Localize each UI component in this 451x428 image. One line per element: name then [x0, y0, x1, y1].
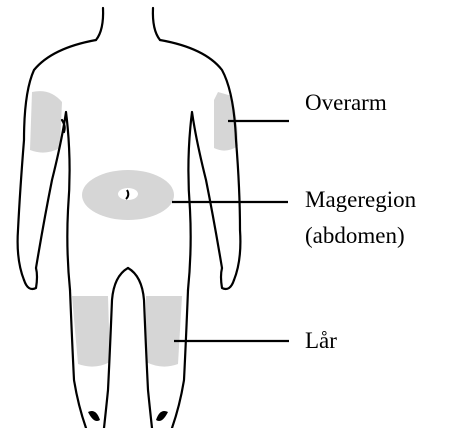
right-knee-mark	[156, 411, 168, 421]
injection-areas	[30, 91, 238, 366]
left-upper-arm-area	[30, 91, 62, 152]
neck-right	[153, 8, 160, 40]
knee-marks	[88, 411, 168, 421]
abdomen-label-line2: (abdomen)	[305, 223, 405, 248]
neck-left	[96, 8, 103, 40]
left-hand	[24, 268, 37, 289]
left-knee-mark	[88, 411, 100, 421]
thigh-label: Lår	[305, 328, 337, 353]
right-thigh-area	[146, 296, 182, 367]
right-hand	[221, 268, 234, 289]
abdomen-label-line1: Mageregion	[305, 187, 417, 212]
upper-arm-label: Overarm	[305, 90, 387, 115]
left-thigh-area	[72, 296, 110, 367]
